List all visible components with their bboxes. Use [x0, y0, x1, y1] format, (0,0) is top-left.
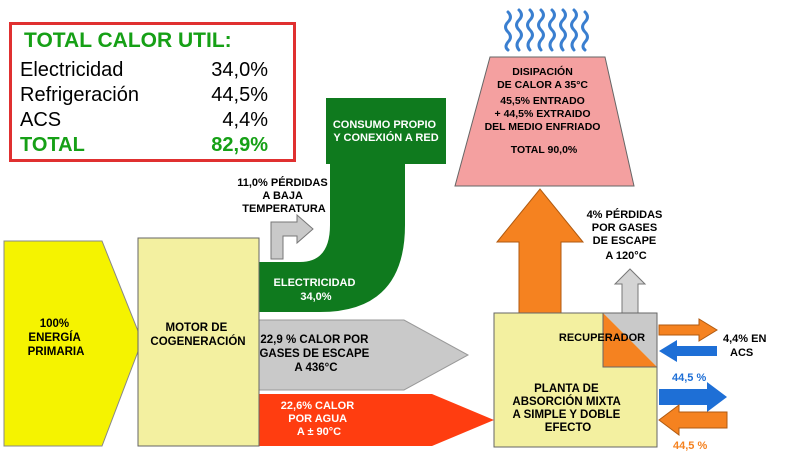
cold-in-label: 44,5 %: [673, 440, 707, 452]
agua-line-1: 22,6% CALOR: [281, 400, 354, 412]
dissipation-arrow: [495, 188, 585, 314]
agua-line-3: A ± 90°C: [297, 426, 341, 438]
acs-line-2: ACS: [730, 347, 753, 359]
svg-text:CONSUMO PROPIO Y CONEXIÓN: CONSUMO PROPIO Y CONEXIÓN A RED: [333, 119, 439, 144]
disipacion-line-4: + 44,5% EXTRAIDO: [495, 108, 591, 120]
low-temp-loss-arrow: [270, 213, 314, 260]
disipacion-line-1: DISIPACIÓN: [512, 65, 572, 78]
summary-row-label: ACS: [20, 109, 62, 131]
exhaust-loss-line-1: 4% PÉRDIDAS: [587, 208, 663, 221]
water-heat-arrow: [258, 394, 494, 446]
cold-out-label: 44,5 %: [672, 372, 706, 384]
engine-line-1: MOTOR DE: [166, 322, 228, 334]
summary-total-value: 82,9%: [211, 134, 268, 156]
exhaust-loss-line-2: POR GASES: [592, 222, 657, 234]
gases-line-2: GASES DE ESCAPE: [259, 348, 369, 360]
primary-energy-arrow: [3, 240, 143, 447]
primary-line-2: ENERGÍA: [28, 331, 80, 344]
acs-line-1: 4,4% EN: [723, 333, 766, 345]
recuperador-label: RECUPERADOR: [559, 332, 645, 344]
consumo-line-1: CONSUMO PROPIO: [333, 119, 437, 131]
summary-row-value: 44,5%: [211, 84, 268, 106]
summary-row-value: 4,4%: [222, 109, 268, 131]
consumo-line-2: Y CONEXIÓN A RED: [333, 131, 438, 144]
svg-text:4% PÉRDIDAS POR GASES: 4% PÉRDIDAS POR GASES DE ESCAPE A 120°C: [587, 208, 666, 262]
gases-line-3: A 436°C: [294, 362, 337, 374]
disipacion-line-2: DE CALOR A 35°C: [497, 79, 588, 91]
svg-text:4,4% EN ACS: 4,4% EN ACS: [723, 333, 769, 359]
planta-line-4: EFECTO: [545, 422, 591, 434]
consumo-propio-box: [326, 98, 446, 164]
engine-line-2: COGENERACIÓN: [150, 335, 245, 348]
exhaust-loss-line-3: DE ESCAPE: [593, 235, 657, 247]
low-temp-loss-line-2: A BAJA: [262, 190, 303, 202]
cogeneration-engine-box: [137, 237, 260, 447]
svg-text:22,6% CALOR POR AGUA A: 22,6% CALOR POR AGUA A ± 90°C: [281, 400, 357, 438]
summary-row-label: Refrigeración: [20, 84, 139, 106]
primary-line-3: PRIMARIA: [28, 346, 85, 358]
acs-out-arrow: [658, 318, 718, 342]
agua-line-2: POR AGUA: [288, 413, 347, 425]
low-temp-loss-line-3: TEMPERATURA: [242, 203, 326, 215]
summary-row-electricidad: Electricidad 34,0%: [20, 59, 268, 83]
exhaust-loss-arrow: [613, 268, 647, 314]
gases-line-1: 22,9 % CALOR POR: [260, 334, 369, 346]
electricity-label: ELECTRICIDAD: [274, 277, 356, 289]
summary-row-acs: ACS 4,4%: [20, 109, 268, 133]
summary-title: TOTAL CALOR UTIL:: [24, 29, 232, 52]
acs-in-arrow: [659, 340, 717, 362]
svg-text:22,9 % CALOR POR GASES DE: 22,9 % CALOR POR GASES DE ESCAPE A 436°C: [259, 334, 372, 374]
exhaust-loss-line-4: A 120°C: [605, 250, 646, 262]
planta-line-1: PLANTA DE: [534, 383, 599, 395]
svg-text:MOTOR DE COGENERACIÓN: MOTOR DE COGENERACIÓN: [150, 322, 245, 348]
summary-row-value: 34,0%: [211, 59, 268, 81]
summary-total-label: TOTAL: [20, 134, 85, 156]
planta-line-3: A SIMPLE Y DOBLE: [513, 409, 621, 421]
svg-text:DISIPACIÓN DE CALOR A 35°C: DISIPACIÓN DE CALOR A 35°C 45,5% ENTRADO…: [485, 65, 604, 156]
primary-line-1: 100%: [40, 318, 69, 330]
cold-out-arrow: [659, 382, 727, 412]
summary-row-total: TOTAL 82,9%: [20, 134, 268, 158]
electricity-value: 34,0%: [300, 291, 331, 303]
cold-return-arrow: [658, 404, 728, 436]
svg-text:11,0% PÉRDIDAS A BAJA: 11,0% PÉRDIDAS A BAJA TEMPERATURA: [237, 176, 331, 215]
recuperador-icon: [602, 312, 658, 368]
low-temp-loss-line-1: 11,0% PÉRDIDAS: [237, 176, 327, 189]
disipacion-total: TOTAL 90,0%: [511, 144, 578, 156]
electricity-flow: [258, 160, 405, 312]
heat-dissipation-trapezoid: [454, 56, 635, 187]
steam-icon: [504, 8, 589, 52]
total-useful-heat-box: TOTAL CALOR UTIL: Electricidad 34,0% Ref…: [9, 22, 296, 162]
summary-row-label: Electricidad: [20, 59, 124, 81]
svg-text:100% ENERGÍA PRIMARIA: 100% ENERGÍA PRIMARIA: [28, 318, 85, 358]
disipacion-line-5: DEL MEDIO ENFRIADO: [485, 121, 601, 133]
planta-line-2: ABSORCIÓN MIXTA: [512, 395, 620, 408]
summary-row-refrigeracion: Refrigeración 44,5%: [20, 84, 268, 108]
disipacion-line-3: 45,5% ENTRADO: [500, 95, 585, 107]
svg-text:PLANTA DE ABSORCIÓN MIXTA: PLANTA DE ABSORCIÓN MIXTA A SIMPLE Y DOB…: [512, 383, 623, 434]
svg-text:ELECTRICIDAD 34,0%: ELECTRICIDAD 34,0%: [274, 277, 359, 303]
